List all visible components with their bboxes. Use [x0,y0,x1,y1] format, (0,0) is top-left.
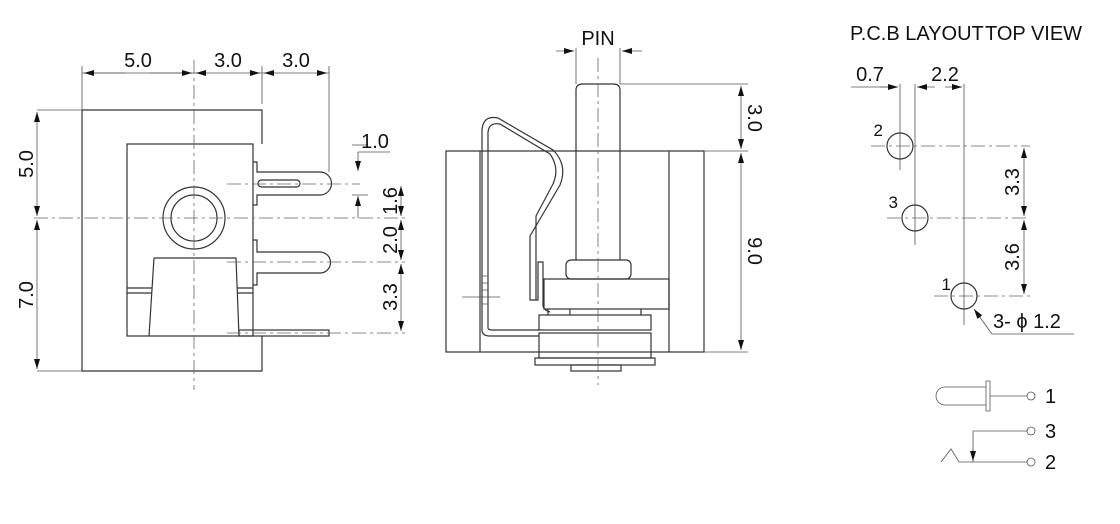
dim-0-7: 0.7 [856,64,884,86]
dim-width-3-0-a: 3.0 [214,50,242,72]
dim-2-0: 2.0 [380,226,402,254]
pin-head [565,259,632,280]
side-view: PIN 3.0 9.0 [445,28,765,385]
dim-3-3-pcb: 3.3 [1002,168,1024,196]
pcb-hole-2 [886,132,914,160]
terminal-1-label: 1 [1045,386,1056,408]
pcb-layout-title: P.C.B LAYOUT [850,23,984,45]
pcb-hole-3 [901,204,929,232]
dim-width-5-0: 5.0 [124,50,152,72]
hole-note: 3- ϕ 1.2 [993,311,1061,333]
dim-width-3-0-b: 3.0 [282,50,310,72]
spring-contact [481,116,564,330]
terminal-2-label: 2 [1045,452,1056,474]
dim-pin-width: 1.0 [361,131,389,153]
dim-pin-height: 3.0 [743,104,765,132]
pin-upper [253,161,333,206]
schematic-symbol: 1 3 2 [935,380,1056,474]
dim-body-height: 9.0 [743,237,765,265]
dim-2-2: 2.2 [931,64,959,86]
terminal-3-label: 3 [1045,421,1056,443]
pin-lower [253,239,332,286]
pin-label: PIN [581,28,614,50]
pcb-pin-2-label: 2 [874,121,883,140]
dim-3-3: 3.3 [380,283,402,311]
pcb-pin-3-label: 3 [889,193,898,212]
dim-3-6-pcb: 3.6 [1002,243,1024,271]
pcb-layout: P.C.B LAYOUT TOP VIEW 0.7 2.2 2 3 1 3.3 … [850,23,1082,335]
front-view: 5.0 3.0 3.0 5.0 7.0 1.0 1.6 2.0 3.3 [16,50,405,390]
dim-1-6: 1.6 [380,187,402,215]
top-view-label: TOP VIEW [985,23,1082,45]
dim-height-7-0: 7.0 [16,281,38,309]
dim-height-5-0: 5.0 [16,150,38,178]
pcb-pin-1-label: 1 [942,275,951,294]
